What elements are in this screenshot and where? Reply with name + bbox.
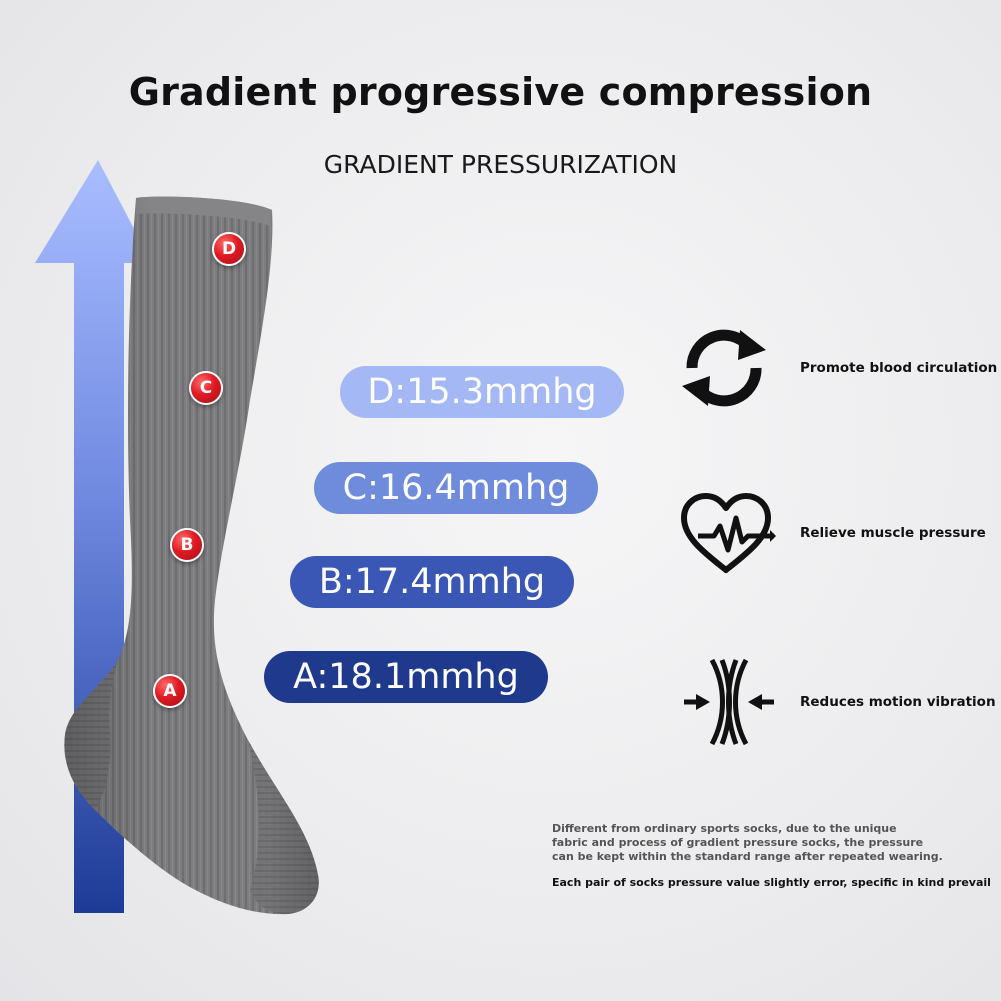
pressure-pill-b: B:17.4mmhg — [290, 556, 574, 608]
compress-arrows-icon — [684, 658, 774, 746]
marker-a: A — [153, 674, 187, 708]
marker-d: D — [212, 232, 246, 266]
benefit-label-muscle: Relieve muscle pressure — [800, 525, 986, 541]
marker-b: B — [170, 528, 204, 562]
circular-arrows-icon — [682, 329, 766, 407]
note-paragraph: Different from ordinary sports socks, du… — [552, 822, 943, 864]
marker-c: C — [189, 371, 223, 405]
pressure-pill-d: D:15.3mmhg — [340, 366, 624, 418]
note-line-3: can be kept within the standard range af… — [552, 850, 943, 863]
page-title: Gradient progressive compression — [128, 70, 873, 114]
benefit-label-circulation: Promote blood circulation — [800, 360, 998, 376]
heart-pulse-icon — [681, 493, 776, 573]
pressure-pill-c: C:16.4mmhg — [314, 462, 598, 514]
note-disclaimer: Each pair of socks pressure value slight… — [552, 876, 991, 889]
note-line-1: Different from ordinary sports socks, du… — [552, 822, 897, 835]
note-line-2: fabric and process of gradient pressure … — [552, 836, 924, 849]
benefit-label-vibration: Reduces motion vibration — [800, 694, 996, 710]
page-subtitle: GRADIENT PRESSURIZATION — [323, 150, 678, 179]
pressure-pill-a: A:18.1mmhg — [264, 651, 548, 703]
